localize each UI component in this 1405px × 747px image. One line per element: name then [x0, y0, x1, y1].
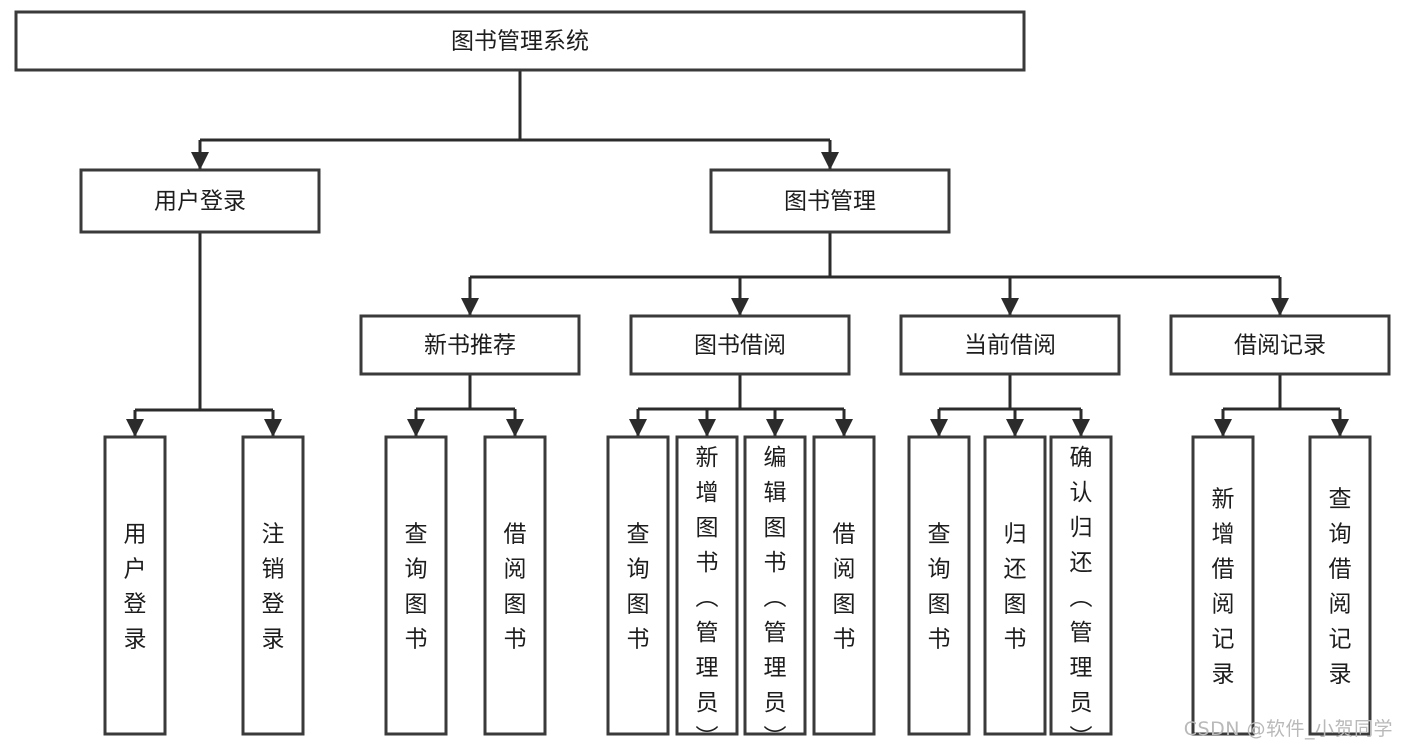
- node-box-leaf-return-book: [983, 435, 1047, 736]
- node-leaf-query-borrow-record[interactable]: 查询借阅记录: [1308, 435, 1372, 736]
- connector-arrowhead: [1001, 298, 1019, 316]
- connector-arrowhead: [835, 419, 853, 437]
- node-label-leaf-borrow-book: 借阅图书: [833, 522, 856, 653]
- node-box-new-book-recommend: [359, 314, 581, 376]
- connector-arrowhead: [1006, 419, 1024, 437]
- node-leaf-borrow-book[interactable]: 借阅图书: [812, 435, 876, 736]
- node-label-root: 图书管理系统: [451, 29, 589, 55]
- node-box-leaf-borrow-book-rec: [483, 435, 547, 736]
- node-box-leaf-edit-book-admin: [743, 435, 807, 736]
- node-box-leaf-add-borrow-record: [1191, 435, 1255, 736]
- node-label-user-login: 用户登录: [154, 189, 246, 215]
- node-box-leaf-add-book-admin: [675, 435, 739, 736]
- node-label-leaf-query-book-current: 查询图书: [928, 522, 951, 653]
- node-label-book-management: 图书管理: [784, 189, 876, 215]
- node-label-leaf-return-book: 归还图书: [1004, 522, 1027, 653]
- node-borrow-record[interactable]: 借阅记录: [1169, 314, 1391, 376]
- node-leaf-user-logout[interactable]: 注销登录: [241, 435, 305, 736]
- node-label-leaf-user-login: 用户登录: [124, 522, 147, 653]
- node-label-borrow-record: 借阅记录: [1234, 333, 1326, 359]
- node-leaf-query-book-current[interactable]: 查询图书: [907, 435, 971, 736]
- node-box-user-login: [79, 168, 321, 234]
- node-root[interactable]: 图书管理系统: [14, 10, 1026, 72]
- node-user-login[interactable]: 用户登录: [79, 168, 321, 234]
- node-leaf-borrow-book-rec[interactable]: 借阅图书: [483, 435, 547, 736]
- node-label-leaf-confirm-return-admin: 确认归还︵管理员︶: [1070, 445, 1093, 747]
- node-box-leaf-query-book-borrow: [606, 435, 670, 736]
- node-label-leaf-edit-book-admin: 编辑图书︵管理员︶: [764, 445, 787, 747]
- connector-arrowhead: [1072, 419, 1090, 437]
- connector-arrowhead: [629, 419, 647, 437]
- node-box-leaf-borrow-book: [812, 435, 876, 736]
- node-box-root: [14, 10, 1026, 72]
- node-leaf-confirm-return-admin[interactable]: 确认归还︵管理员︶: [1049, 435, 1113, 747]
- node-label-leaf-query-book-borrow: 查询图书: [627, 522, 650, 653]
- connector-arrowhead: [264, 419, 282, 437]
- node-leaf-user-login[interactable]: 用户登录: [103, 435, 167, 736]
- node-label-leaf-add-book-admin: 新增图书︵管理员︶: [696, 445, 719, 747]
- node-current-borrow[interactable]: 当前借阅: [899, 314, 1121, 376]
- connector-arrowhead: [821, 152, 839, 170]
- node-label-leaf-query-borrow-record: 查询借阅记录: [1329, 487, 1352, 688]
- node-box-leaf-query-book-current: [907, 435, 971, 736]
- connector-arrowhead: [407, 419, 425, 437]
- connector-arrowhead: [506, 419, 524, 437]
- connectors-layer: [126, 70, 1349, 437]
- connector-arrowhead: [191, 152, 209, 170]
- node-book-borrow[interactable]: 图书借阅: [629, 314, 851, 376]
- connector-arrowhead: [766, 419, 784, 437]
- connector-arrowhead: [930, 419, 948, 437]
- node-box-borrow-record: [1169, 314, 1391, 376]
- node-box-leaf-user-login: [103, 435, 167, 736]
- connector-arrowhead: [731, 298, 749, 316]
- node-box-leaf-user-logout: [241, 435, 305, 736]
- node-label-leaf-query-book-rec: 查询图书: [405, 522, 428, 653]
- node-box-current-borrow: [899, 314, 1121, 376]
- node-box-leaf-query-borrow-record: [1308, 435, 1372, 736]
- node-new-book-recommend[interactable]: 新书推荐: [359, 314, 581, 376]
- node-label-current-borrow: 当前借阅: [964, 333, 1056, 359]
- node-leaf-edit-book-admin[interactable]: 编辑图书︵管理员︶: [743, 435, 807, 747]
- node-leaf-query-book-rec[interactable]: 查询图书: [384, 435, 448, 736]
- node-box-book-management: [709, 168, 951, 234]
- node-leaf-return-book[interactable]: 归还图书: [983, 435, 1047, 736]
- node-box-leaf-confirm-return-admin: [1049, 435, 1113, 736]
- node-book-management[interactable]: 图书管理: [709, 168, 951, 234]
- node-label-new-book-recommend: 新书推荐: [424, 333, 516, 359]
- connector-arrowhead: [1331, 419, 1349, 437]
- node-leaf-add-borrow-record[interactable]: 新增借阅记录: [1191, 435, 1255, 736]
- connector-arrowhead: [698, 419, 716, 437]
- node-box-leaf-query-book-rec: [384, 435, 448, 736]
- node-leaf-add-book-admin[interactable]: 新增图书︵管理员︶: [675, 435, 739, 747]
- node-label-leaf-borrow-book-rec: 借阅图书: [504, 522, 527, 653]
- connector-arrowhead: [126, 419, 144, 437]
- node-label-book-borrow: 图书借阅: [694, 333, 786, 359]
- connector-arrowhead: [1271, 298, 1289, 316]
- node-label-leaf-user-logout: 注销登录: [262, 522, 285, 653]
- node-box-book-borrow: [629, 314, 851, 376]
- node-leaf-query-book-borrow[interactable]: 查询图书: [606, 435, 670, 736]
- connector-arrowhead: [1214, 419, 1232, 437]
- nodes-layer: 图书管理系统用户登录图书管理新书推荐图书借阅当前借阅借阅记录用户登录注销登录查询…: [14, 10, 1391, 747]
- node-label-leaf-add-borrow-record: 新增借阅记录: [1212, 487, 1235, 688]
- connector-arrowhead: [461, 298, 479, 316]
